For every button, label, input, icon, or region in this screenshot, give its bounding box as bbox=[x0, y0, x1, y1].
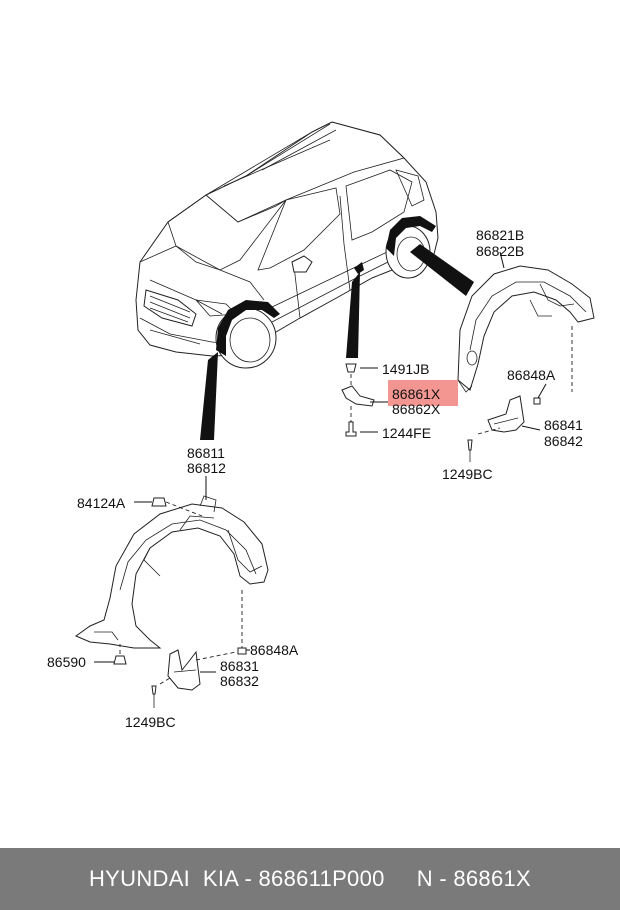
label-bracket-a: 86861X bbox=[392, 386, 441, 402]
parts-diagram: 86821B 86822B 1491JB 86861X 86862X 1244F… bbox=[47, 121, 595, 730]
rear-pointer bbox=[410, 244, 474, 296]
label-screw-top: 1491JB bbox=[382, 361, 429, 377]
label-front-liner-b: 86812 bbox=[187, 460, 226, 476]
label-rear-liner-b: 86822B bbox=[476, 243, 524, 259]
rear-mud-flap bbox=[467, 395, 541, 462]
label-bracket-b: 86862X bbox=[392, 401, 441, 417]
label-front-flap-b: 86832 bbox=[220, 673, 259, 689]
label-rear-flap-b: 86842 bbox=[544, 433, 583, 449]
label-rear-liner-a: 86821B bbox=[476, 227, 524, 243]
front-wheel-liner bbox=[74, 495, 269, 649]
label-front-screw: 1249BC bbox=[125, 714, 176, 730]
label-front-clip: 86848A bbox=[250, 642, 299, 658]
label-rear-clip: 86848A bbox=[507, 367, 556, 383]
rear-wheel-liner bbox=[457, 265, 595, 393]
label-front-fastener: 86590 bbox=[47, 654, 86, 670]
label-front-flap-a: 86831 bbox=[220, 658, 259, 674]
label-rear-flap-a: 86841 bbox=[544, 417, 583, 433]
highlight-box bbox=[388, 380, 458, 406]
label-front-nut: 84124A bbox=[77, 495, 126, 511]
part-number-footer: HYUNDAI KIA - 868611P000 N - 86861X bbox=[0, 848, 620, 910]
footer-text: HYUNDAI KIA - 868611P000 N - 86861X bbox=[88, 866, 532, 891]
label-front-liner-a: 86811 bbox=[187, 445, 225, 461]
bracket-assembly bbox=[341, 363, 375, 437]
front-fastener-shape bbox=[113, 655, 127, 665]
front-nut-shape bbox=[151, 497, 167, 507]
label-bolt: 1244FE bbox=[382, 425, 431, 441]
car-illustration bbox=[135, 121, 439, 369]
front-mud-flap bbox=[151, 649, 201, 708]
bracket-pointer bbox=[346, 272, 360, 358]
front-pointer bbox=[200, 352, 218, 440]
label-rear-screw: 1249BC bbox=[442, 466, 493, 482]
